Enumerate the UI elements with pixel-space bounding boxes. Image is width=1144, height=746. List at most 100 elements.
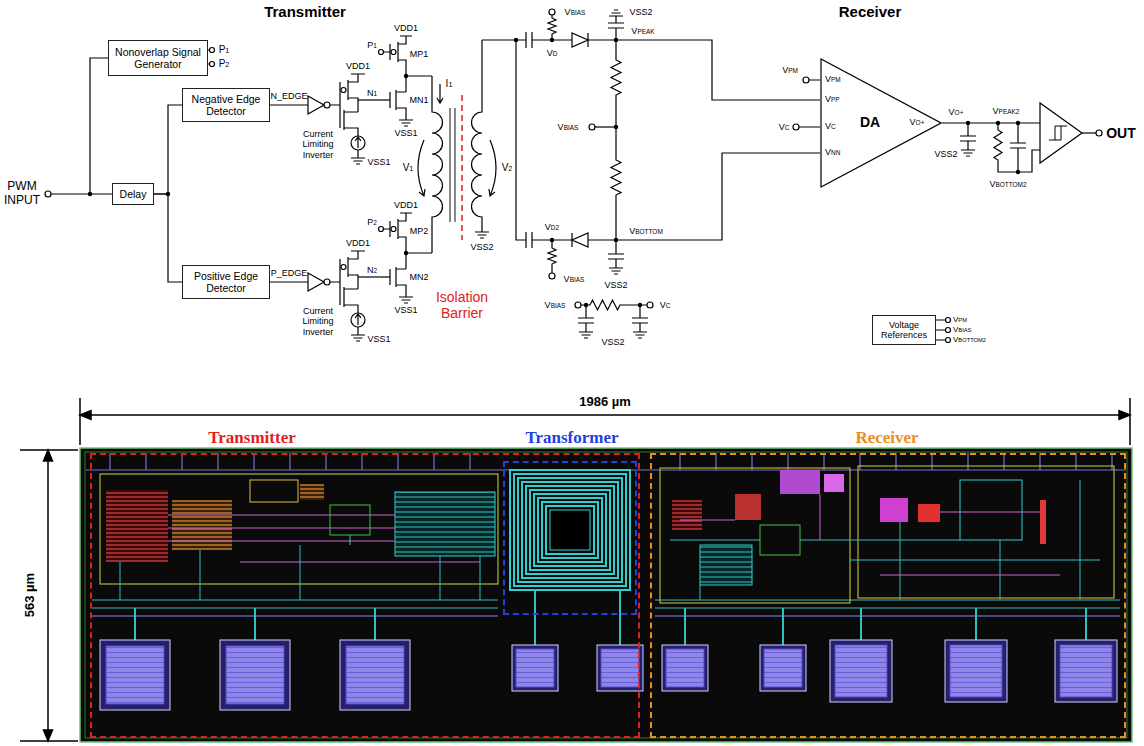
driver-branch [308, 96, 324, 114]
driver-branch [344, 74, 365, 136]
chip-layout [510, 470, 630, 590]
block-note: Current Limiting Inverter [302, 129, 333, 160]
process-box: Voltage References [872, 315, 936, 345]
bond-pad [220, 640, 290, 710]
receiver-schematic [966, 121, 970, 125]
chip-layout [80, 448, 1132, 742]
receiver-schematic [609, 268, 623, 274]
text-slot: V1 [403, 162, 414, 174]
transistor-name: MN1 [409, 95, 428, 105]
receiver-schematic [1082, 132, 1096, 133]
text-slot: VBOTTOM2 [953, 335, 986, 344]
text-slot: N_EDGE [270, 91, 307, 101]
barrier-label: Isolation Barrier [436, 289, 488, 321]
chip-layout [510, 470, 630, 590]
receiver-schematic [550, 38, 554, 42]
chip-layout [530, 490, 610, 570]
receiver-schematic [994, 123, 1040, 172]
receiver-schematic [532, 33, 616, 47]
transformer-symbol [450, 108, 455, 222]
receiver-schematic [1016, 121, 1020, 125]
text-slot: N1 [367, 88, 377, 98]
text-slot: V2 [502, 162, 513, 174]
block-label: Delay [120, 188, 147, 200]
signal-name: VBOTTOM2 [953, 335, 986, 344]
bond-pad [760, 645, 806, 691]
text-slot: VBOTTOM2 [989, 179, 1026, 189]
text-slot: VD [547, 48, 558, 58]
chip-layout [735, 494, 761, 520]
bond-pad [340, 640, 410, 710]
receiver-schematic [936, 320, 946, 340]
receiver-schematic [1040, 103, 1082, 163]
signal-name: VBOTTOM [629, 226, 663, 236]
region-heading: Receiver [855, 428, 918, 447]
receiver-schematic [549, 9, 555, 15]
signal-name: VBIAS [558, 122, 579, 132]
signal-name: N1 [367, 88, 377, 98]
bond-pad [346, 646, 404, 704]
chip-layout [92, 600, 1120, 608]
chip-layout [80, 448, 1132, 742]
text-slot: VBIAS [953, 325, 971, 334]
input-wiring [208, 50, 210, 64]
input-wiring [88, 192, 92, 196]
receiver-schematic [532, 233, 616, 247]
bond-pad [830, 640, 892, 702]
driver-branch [270, 36, 432, 164]
process-box: Positive Edge Detector [182, 265, 270, 299]
signal-name: VBIAS [565, 7, 586, 17]
chip-layout [670, 480, 1100, 600]
signal-name: VC [660, 300, 671, 310]
text-slot: VDD1 [346, 238, 370, 248]
dimension-lines [80, 411, 1130, 420]
text-slot: Transformer [525, 428, 618, 448]
input-wiring [210, 48, 215, 53]
signal-name: VSS1 [394, 305, 417, 315]
text-slot: VPM [953, 315, 967, 324]
signal-name: P1 [367, 40, 377, 50]
text-slot: Receiver [855, 428, 918, 448]
bond-pad [835, 645, 887, 697]
driver-branch [358, 99, 390, 100]
text-slot: VSS2 [604, 280, 627, 290]
process-box: Nonoverlap Signal Generator [108, 40, 208, 76]
text-slot: Transmitter [208, 428, 296, 448]
signal-name: VBOTTOM2 [989, 179, 1026, 189]
chip-layout [1040, 500, 1046, 544]
bond-pad [764, 649, 802, 687]
receiver-schematic [482, 9, 1102, 343]
text-slot: MP2 [410, 226, 429, 236]
signal-name: P_EDGE [271, 268, 308, 278]
text-slot: Positive Edge Detector [186, 270, 266, 294]
text-slot: VSS2 [934, 149, 957, 159]
receiver-schematic [572, 233, 588, 247]
text-slot: P2 [367, 217, 377, 227]
driver-branch [390, 36, 432, 120]
chip-layout [824, 474, 844, 492]
text-slot: P2 [219, 58, 230, 70]
input-wiring [51, 58, 112, 194]
region-heading: Transmitter [208, 428, 296, 447]
driver-branch [391, 50, 396, 55]
text-slot: VDD1 [346, 61, 370, 71]
text-slot: VO+ [949, 107, 964, 117]
transformer-symbol [472, 40, 483, 232]
receiver-schematic [572, 33, 588, 47]
text-slot: Receiver [839, 3, 902, 20]
chip-layout [680, 494, 1060, 575]
transformer-symbol [489, 140, 496, 196]
transformer-symbol [437, 84, 443, 103]
receiver-schematic [584, 303, 588, 307]
text-slot: VPP [825, 95, 840, 105]
process-box: Negative Edge Detector [182, 88, 270, 122]
section-title: Receiver [839, 3, 902, 20]
bond-pad [516, 649, 554, 687]
layout-region: Transformer [503, 461, 637, 615]
signal-name: VSS1 [367, 334, 390, 344]
text-slot: 1986 µm [579, 395, 631, 410]
text-slot: VO+ [910, 118, 925, 128]
